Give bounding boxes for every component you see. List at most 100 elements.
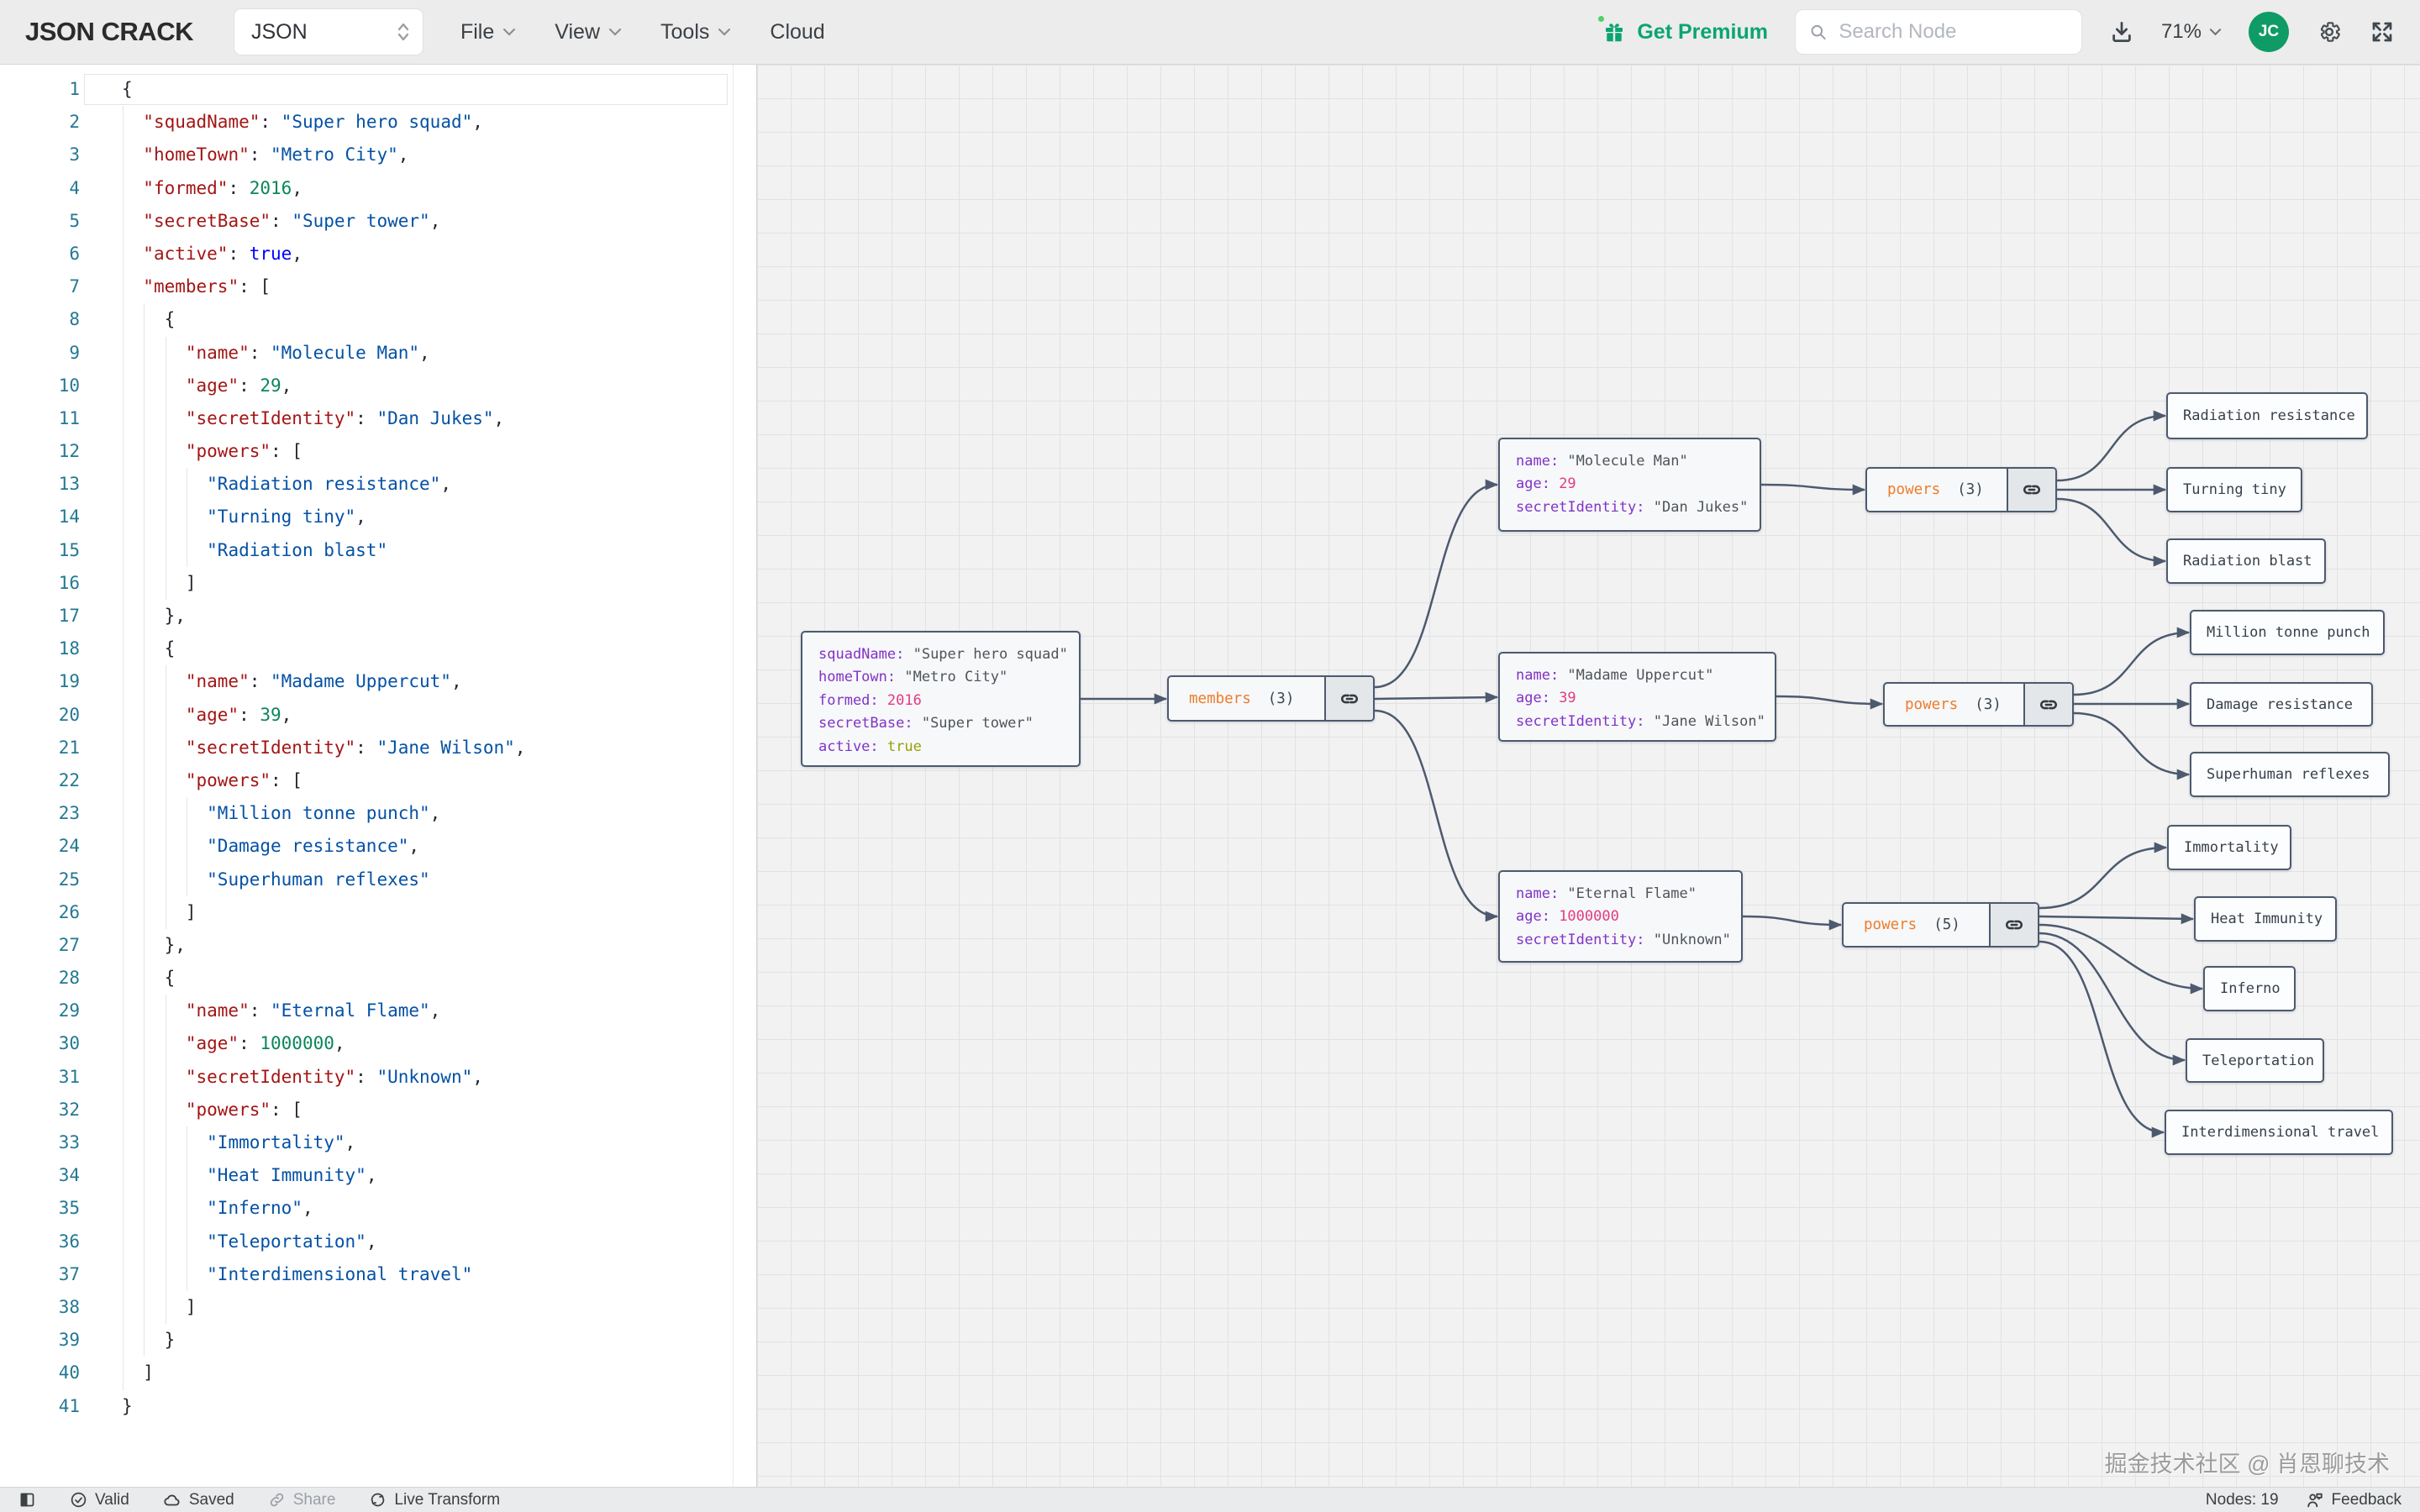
- code-line[interactable]: 40 ]: [0, 1357, 756, 1390]
- indent-guide: [123, 204, 124, 238]
- code-line[interactable]: 24 "Damage resistance",: [0, 830, 756, 864]
- code-line[interactable]: 17 },: [0, 600, 756, 633]
- graph-node-immortality[interactable]: Immortality: [2167, 825, 2291, 870]
- format-select[interactable]: JSON: [233, 8, 424, 55]
- line-number: 1: [69, 79, 80, 99]
- live-transform-toggle[interactable]: Live Transform: [369, 1491, 500, 1509]
- collapse-link-button[interactable]: [1324, 677, 1373, 720]
- line-number: 27: [58, 934, 80, 955]
- code-line[interactable]: 41}: [0, 1390, 756, 1423]
- graph-node-million-tonne-punch[interactable]: Million tonne punch: [2190, 610, 2385, 655]
- menu-view[interactable]: View: [555, 20, 622, 45]
- collapse-link-button[interactable]: [2023, 684, 2072, 725]
- code-line[interactable]: 6 "active": true,: [0, 237, 756, 271]
- code-line[interactable]: 16 ]: [0, 566, 756, 600]
- zoom-level-dropdown[interactable]: 71%: [2161, 20, 2222, 44]
- indent-guide: [123, 402, 124, 436]
- user-avatar[interactable]: JC: [2249, 12, 2289, 52]
- json-editor[interactable]: 1{2 "squadName": "Super hero squad",3 "h…: [0, 65, 756, 1487]
- graph-node-teleportation[interactable]: Teleportation: [2186, 1038, 2324, 1083]
- indent-guide: [123, 1290, 124, 1325]
- menu-cloud[interactable]: Cloud: [770, 19, 825, 44]
- graph-node-damage-resistance[interactable]: Damage resistance: [2190, 682, 2373, 727]
- code-line[interactable]: 39 }: [0, 1324, 756, 1357]
- indent-guide: [123, 468, 124, 501]
- graph-node-members[interactable]: members(3): [1167, 675, 1375, 722]
- indent-guide: [123, 106, 124, 139]
- fullscreen-button[interactable]: [2370, 19, 2395, 45]
- graph-node-interdimensional-travel[interactable]: Interdimensional travel: [2165, 1110, 2393, 1155]
- code-line[interactable]: 8 {: [0, 303, 756, 337]
- indent-guide: [123, 731, 124, 764]
- code-line[interactable]: 29 "name": "Eternal Flame",: [0, 995, 756, 1028]
- code-line[interactable]: 4 "formed": 2016,: [0, 171, 756, 205]
- code-line[interactable]: 38 ]: [0, 1290, 756, 1325]
- line-number: 35: [58, 1198, 80, 1219]
- graph-node-powers-molecule[interactable]: powers(3): [1865, 467, 2057, 512]
- panel-toggle-button[interactable]: [18, 1491, 36, 1509]
- get-premium-button[interactable]: Get Premium: [1596, 13, 1768, 45]
- feedback-button[interactable]: Feedback: [2306, 1491, 2402, 1509]
- code-line[interactable]: 37 "Interdimensional travel": [0, 1257, 756, 1291]
- code-line[interactable]: 36 "Teleportation",: [0, 1225, 756, 1258]
- graph-node-root[interactable]: squadName: "Super hero squad"homeTown: "…: [801, 631, 1081, 767]
- graph-edge: [1374, 479, 1499, 689]
- code-line[interactable]: 33 "Immortality",: [0, 1126, 756, 1160]
- code-line[interactable]: 21 "secretIdentity": "Jane Wilson",: [0, 731, 756, 764]
- code-line[interactable]: 14 "Turning tiny",: [0, 501, 756, 534]
- code-line[interactable]: 1{: [0, 73, 756, 106]
- collapse-link-button[interactable]: [2007, 469, 2055, 511]
- code-line[interactable]: 27 },: [0, 928, 756, 963]
- menu-tools[interactable]: Tools: [660, 20, 731, 45]
- code-text: "Million tonne punch",: [207, 803, 441, 824]
- code-line[interactable]: 23 "Million tonne punch",: [0, 797, 756, 831]
- search-input[interactable]: [1837, 19, 2068, 45]
- graph-node-turning-tiny[interactable]: Turning tiny: [2166, 467, 2302, 512]
- code-line[interactable]: 31 "secretIdentity": "Unknown",: [0, 1060, 756, 1094]
- graph-node-inferno[interactable]: Inferno: [2203, 966, 2296, 1011]
- code-text: "age": 29,: [185, 375, 292, 396]
- line-number: 32: [58, 1099, 80, 1120]
- code-line[interactable]: 30 "age": 1000000,: [0, 1027, 756, 1061]
- code-line[interactable]: 5 "secretBase": "Super tower",: [0, 204, 756, 238]
- code-line[interactable]: 15 "Radiation blast": [0, 533, 756, 567]
- share-button[interactable]: Share: [268, 1491, 335, 1509]
- graph-canvas[interactable]: 掘金技术社区 @ 肖恩聊技术 squadName: "Super hero sq…: [756, 65, 2420, 1487]
- graph-node-radiation-resistance[interactable]: Radiation resistance: [2166, 392, 2368, 439]
- code-line[interactable]: 34 "Heat Immunity",: [0, 1159, 756, 1193]
- graph-node-heat-immunity[interactable]: Heat Immunity: [2194, 896, 2337, 942]
- graph-node-powers-eternal[interactable]: powers(5): [1842, 902, 2039, 948]
- code-line[interactable]: 32 "powers": [: [0, 1093, 756, 1126]
- code-line[interactable]: 13 "Radiation resistance",: [0, 468, 756, 501]
- code-line[interactable]: 3 "homeTown": "Metro City",: [0, 139, 756, 172]
- menu-file[interactable]: File: [460, 20, 516, 45]
- collapse-link-button[interactable]: [1989, 904, 2038, 946]
- saved-status[interactable]: Saved: [163, 1491, 234, 1509]
- code-line[interactable]: 7 "members": [: [0, 270, 756, 304]
- code-line[interactable]: 2 "squadName": "Super hero squad",: [0, 106, 756, 139]
- indent-guide: [123, 139, 124, 172]
- code-line[interactable]: 35 "Inferno",: [0, 1192, 756, 1226]
- graph-node-superhuman-reflexes[interactable]: Superhuman reflexes: [2190, 752, 2390, 797]
- graph-node-radiation-blast[interactable]: Radiation blast: [2166, 538, 2326, 584]
- code-line[interactable]: 12 "powers": [: [0, 435, 756, 469]
- code-line[interactable]: 9 "name": "Molecule Man",: [0, 336, 756, 370]
- code-line[interactable]: 10 "age": 29,: [0, 369, 756, 402]
- code-line[interactable]: 28 {: [0, 962, 756, 995]
- code-line[interactable]: 26 ]: [0, 895, 756, 929]
- code-line[interactable]: 20 "age": 39,: [0, 698, 756, 732]
- download-button[interactable]: [2109, 19, 2134, 45]
- code-line[interactable]: 25 "Superhuman reflexes": [0, 863, 756, 896]
- code-line[interactable]: 18 {: [0, 633, 756, 666]
- indent-guide: [144, 336, 145, 370]
- graph-node-powers-madame[interactable]: powers(3): [1883, 682, 2074, 727]
- code-line[interactable]: 22 "powers": [: [0, 764, 756, 798]
- code-line[interactable]: 19 "name": "Madame Uppercut",: [0, 665, 756, 699]
- settings-button[interactable]: [2316, 18, 2343, 45]
- code-text: {: [164, 309, 176, 330]
- code-line[interactable]: 11 "secretIdentity": "Dan Jukes",: [0, 402, 756, 436]
- code-text: "powers": [: [185, 1099, 302, 1120]
